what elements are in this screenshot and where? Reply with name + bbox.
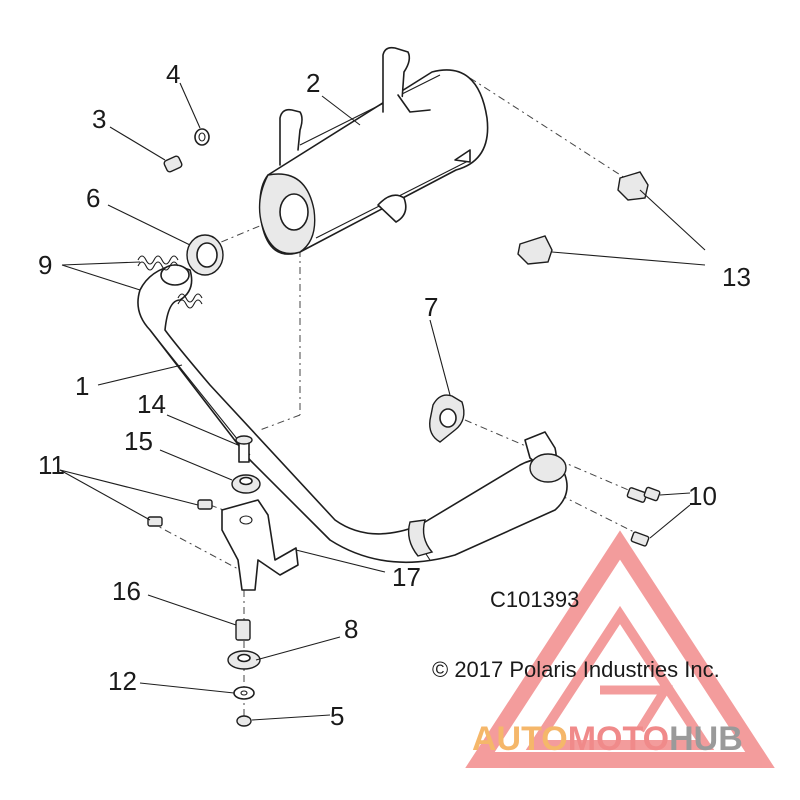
callout-13: 13	[722, 262, 751, 292]
callout-3: 3	[92, 104, 106, 134]
bolts-11	[147, 499, 213, 527]
callout-16: 16	[112, 576, 141, 606]
drawing-number: C101393	[490, 587, 579, 612]
watermark-moto: MOTO	[568, 720, 669, 758]
bolts-10	[626, 486, 661, 547]
washer-12	[233, 686, 255, 700]
callout-10: 10	[688, 481, 717, 511]
callout-6: 6	[86, 183, 100, 213]
callout-8: 8	[344, 614, 358, 644]
callout-14: 14	[137, 389, 166, 419]
grommet-3	[163, 155, 183, 173]
watermark-triangle	[465, 530, 775, 768]
leader-lines	[59, 82, 706, 721]
callout-17: 17	[392, 562, 421, 592]
bracket-17	[221, 499, 299, 591]
callout-9: 9	[38, 250, 52, 280]
callouts: 1 2 3 4 5 6 7 8 9 10 11 12 13 14 15 16 1…	[38, 59, 751, 731]
callout-11: 11	[38, 450, 65, 480]
callout-12: 12	[108, 666, 137, 696]
callout-4: 4	[166, 59, 180, 89]
callout-5: 5	[330, 701, 344, 731]
callout-2: 2	[306, 68, 320, 98]
copyright-notice: © 2017 Polaris Industries Inc.	[432, 657, 720, 682]
watermark-hub: HUB	[669, 720, 743, 758]
spacer-16	[235, 619, 251, 641]
callout-7: 7	[424, 292, 438, 322]
watermark-logo: AUTOMOTOHUB	[472, 720, 743, 758]
isolators-13	[517, 171, 649, 265]
gasket-7	[429, 394, 465, 443]
watermark-auto: AUTO	[472, 720, 568, 758]
callout-1: 1	[75, 371, 89, 401]
washer-4	[194, 128, 210, 146]
nut-5	[236, 715, 252, 727]
grommet-15	[231, 474, 261, 494]
gasket-6	[186, 234, 224, 276]
muffler	[258, 46, 489, 255]
springs	[137, 255, 203, 309]
callout-15: 15	[124, 426, 153, 456]
grommet-8	[227, 650, 261, 670]
head-pipe	[137, 264, 568, 564]
bolt-14	[235, 435, 253, 463]
